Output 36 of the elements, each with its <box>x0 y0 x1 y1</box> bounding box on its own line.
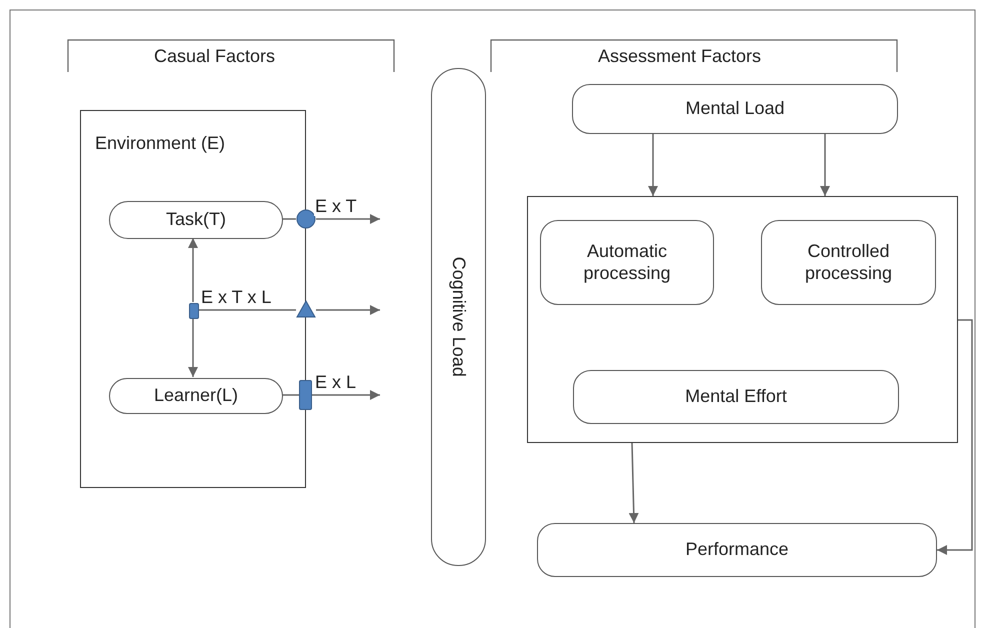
controlled-processing-box <box>761 220 936 305</box>
learner-box <box>109 378 283 414</box>
node-label: Mental Effort <box>685 386 787 408</box>
connector-line <box>282 394 299 396</box>
connector-line <box>282 218 296 220</box>
node-label: Mental Load <box>685 98 785 120</box>
section-heading: Assessment Factors <box>598 46 762 67</box>
node-label: Performance <box>685 539 789 561</box>
arrow <box>628 442 639 524</box>
performance-box <box>537 523 937 577</box>
section-heading: Casual Factors <box>154 46 276 67</box>
arrow <box>648 134 658 196</box>
triangle-marker <box>296 300 316 318</box>
connector-line <box>198 309 296 311</box>
junction-marker <box>189 303 199 319</box>
circle-marker <box>296 209 316 229</box>
node-label: Controlled processing <box>804 240 894 284</box>
task-box <box>109 201 283 239</box>
mental-effort-box <box>573 370 899 424</box>
node-label: Automatic processing <box>582 240 672 284</box>
cognitive-load-box <box>431 68 486 566</box>
arrow <box>188 318 198 377</box>
node-label: Environment (E) <box>95 133 226 155</box>
arrow <box>937 319 973 555</box>
arrow <box>820 134 830 196</box>
arrow <box>316 305 380 315</box>
node-label: Task(T) <box>166 209 226 231</box>
automatic-processing-box <box>540 220 714 305</box>
node-label: Cognitive Load <box>448 256 470 378</box>
processing-group-box <box>527 196 958 443</box>
arrow <box>312 390 380 400</box>
mental-load-box <box>572 84 898 134</box>
node-label: Learner(L) <box>154 385 238 407</box>
arrow <box>188 238 198 302</box>
arrow <box>316 214 380 224</box>
bar-marker <box>299 380 312 410</box>
